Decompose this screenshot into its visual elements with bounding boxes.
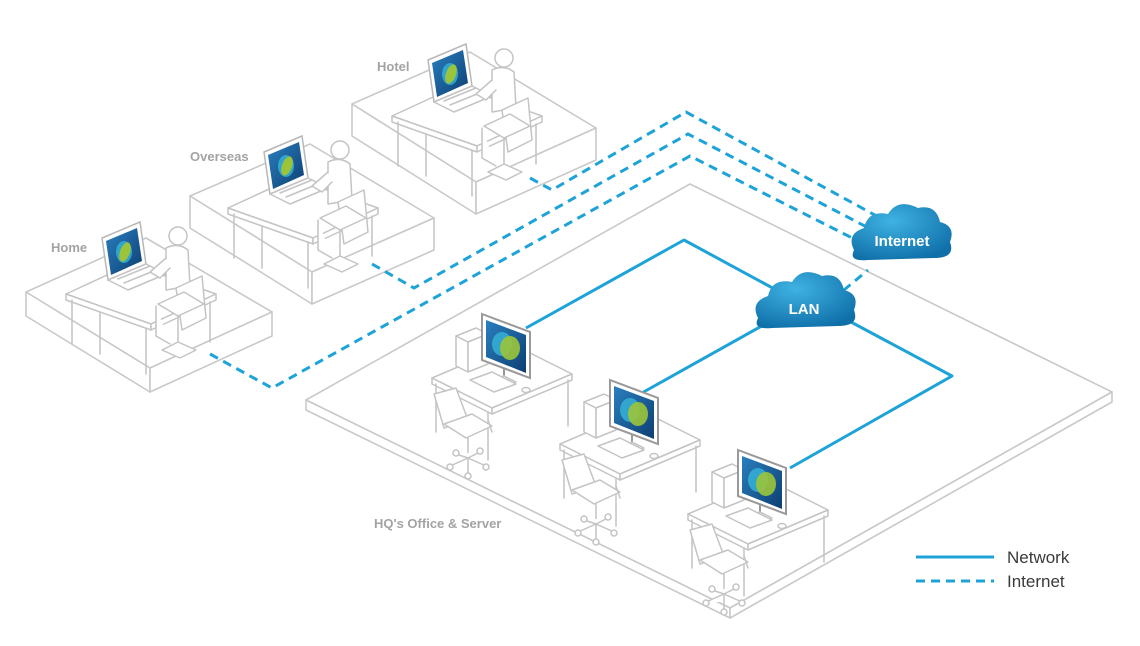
- lan-cloud-label: LAN: [789, 301, 820, 318]
- lan-link-ws2: [639, 316, 777, 396]
- internet-link-hotel: [529, 110, 885, 222]
- lan-link-ws1: [525, 238, 781, 330]
- label-hotel: Hotel: [377, 59, 410, 74]
- legend-internet-label: Internet: [1007, 572, 1065, 591]
- internet-cloud: Internet: [851, 204, 952, 261]
- lan-link-ws3: [789, 312, 954, 470]
- internet-link-home: [209, 154, 877, 390]
- internet-link-overseas: [371, 132, 885, 290]
- lan-links: [525, 238, 954, 470]
- legend-network-label: Network: [1007, 548, 1070, 567]
- hq-platform: [305, 183, 1113, 619]
- legend: Network Internet: [916, 548, 1070, 591]
- label-overseas: Overseas: [190, 149, 249, 164]
- internet-cloud-label: Internet: [874, 233, 929, 250]
- lan-cloud: LAN: [755, 272, 856, 329]
- label-home: Home: [51, 240, 87, 255]
- label-hq: HQ's Office & Server: [374, 516, 501, 531]
